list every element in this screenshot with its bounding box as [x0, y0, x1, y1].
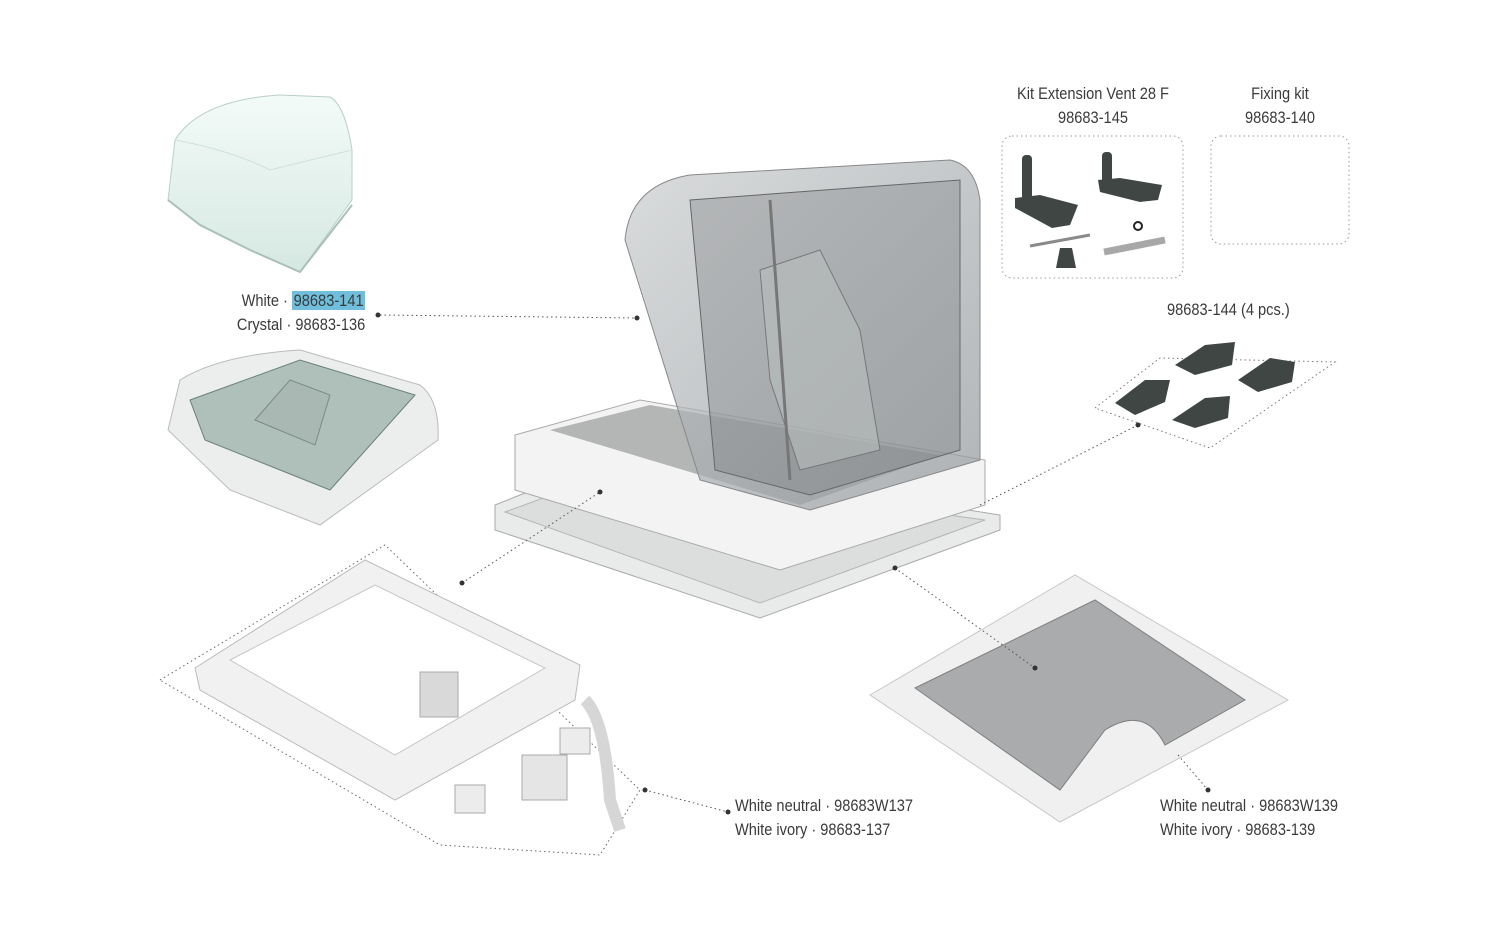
- frame-line2: White ivory · 98683-137: [735, 820, 891, 839]
- fixing-kit-code: 98683-140: [1245, 108, 1315, 127]
- dome-label: White · 98683-141 Crystal · 98683-136: [237, 289, 365, 337]
- mounting-brackets: [1093, 342, 1337, 449]
- inner-ceiling-plate: [869, 574, 1290, 823]
- roof-vent-assembly: [494, 159, 1001, 619]
- inner-plate-line1: White neutral · 98683W139: [1160, 796, 1338, 815]
- brackets-label: 98683-144 (4 pcs.): [1167, 300, 1290, 319]
- dome-crystal: Crystal · 98683-136: [236, 315, 365, 334]
- frame-label: White neutral · 98683W137 White ivory · …: [735, 794, 913, 842]
- extension-kit-title: Kit Extension Vent 28 F: [1017, 84, 1169, 103]
- dome-white-prefix: White ·: [241, 291, 292, 310]
- inner-plate-line2: White ivory · 98683-139: [1160, 820, 1316, 839]
- fixing-kit-label: Fixing kit 98683-140: [1211, 82, 1349, 130]
- extension-kit-label: Kit Extension Vent 28 F 98683-145: [1007, 82, 1179, 130]
- leader-dots: [375, 312, 1211, 815]
- fixing-kit-title: Fixing kit: [1251, 84, 1309, 103]
- extension-kit-image: [1001, 135, 1184, 279]
- extension-kit-code: 98683-145: [1058, 108, 1128, 127]
- crystal-dome-cover: [167, 349, 439, 526]
- fixing-kit-box: [1210, 135, 1350, 245]
- white-dome-cover: [167, 94, 353, 274]
- leader-lines: [379, 314, 1209, 813]
- inner-plate-label: White neutral · 98683W139 White ivory · …: [1160, 794, 1338, 842]
- frame-line1: White neutral · 98683W137: [735, 796, 913, 815]
- inner-frame: [159, 544, 641, 856]
- dome-white-code: 98683-141: [291, 291, 365, 310]
